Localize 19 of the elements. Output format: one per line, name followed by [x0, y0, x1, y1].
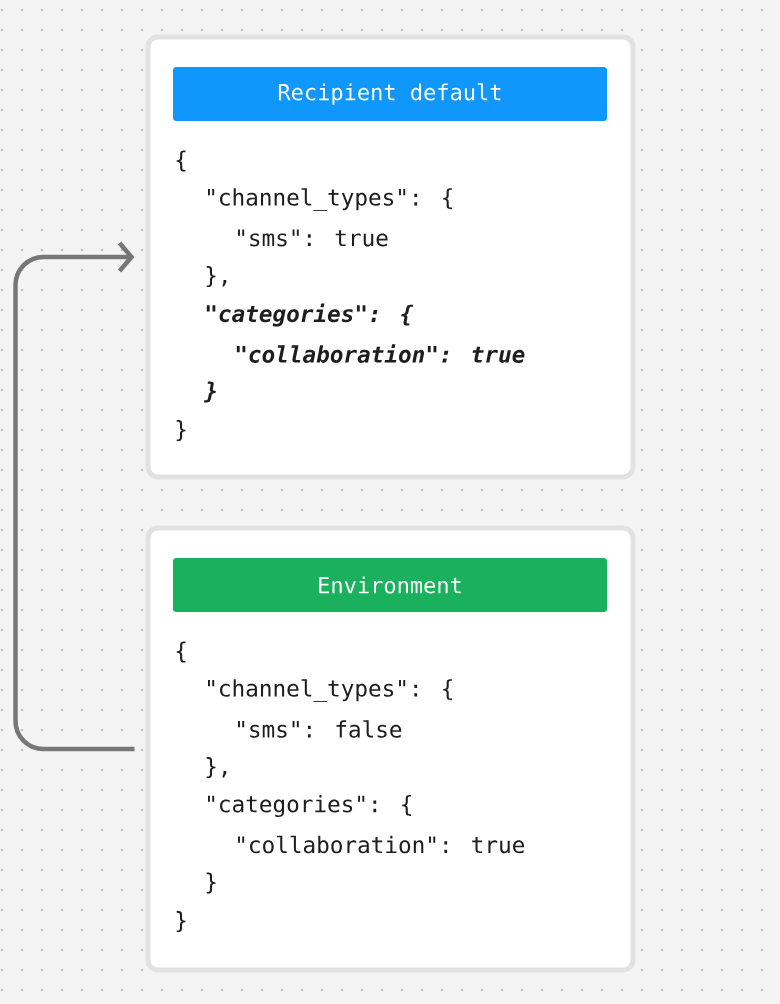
code-line: "collaboration": true: [238, 835, 524, 854]
code-line: {: [176, 641, 186, 663]
arrow: [13, 241, 135, 752]
code-line: {: [176, 150, 186, 172]
code-line: "channel_types": {: [208, 679, 452, 702]
code-line: "categories": {: [208, 794, 412, 818]
code-line: }: [176, 420, 186, 441]
code-line: "collaboration": true: [236, 344, 525, 363]
header-band: Recipient default: [173, 67, 607, 121]
code-line: "channel_types": {: [208, 188, 452, 211]
code-line: "categories": {: [206, 303, 414, 327]
code-line: "sms": false: [238, 720, 402, 738]
code-line: }: [176, 911, 186, 932]
code-line: "sms": true: [238, 229, 388, 247]
code-line: }: [203, 381, 216, 403]
code-line: },: [206, 757, 227, 778]
header-band: Environment: [173, 558, 607, 612]
code-line: },: [206, 266, 227, 287]
code-line: }: [206, 872, 216, 894]
